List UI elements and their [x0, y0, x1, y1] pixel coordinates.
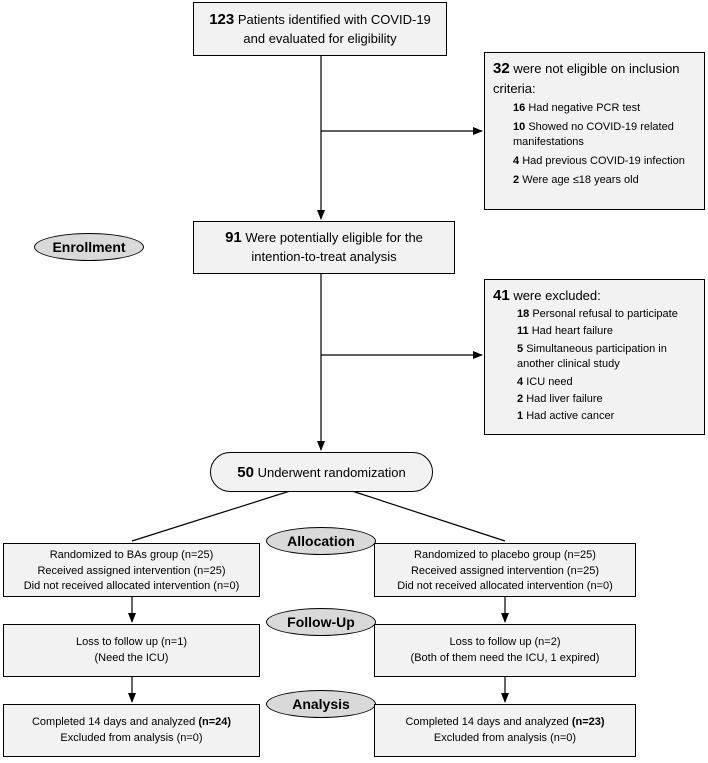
excluded-item: 2 Had liver failure — [517, 393, 603, 405]
excluded-text: were excluded: — [513, 288, 601, 303]
potentially-eligible-box: 91 Were potentially eligible for the int… — [193, 221, 455, 274]
placebo-allocation-line: Did not received allocated intervention … — [397, 580, 613, 592]
bas-followup-line: Loss to follow up (n=1) — [76, 636, 187, 648]
not-eligible-item: 16 Had negative PCR test — [513, 102, 641, 114]
identified-count: 123 — [209, 11, 235, 28]
not-eligible-text-line2: criteria: — [493, 81, 536, 96]
bas-analysis-text: Completed 14 days and analyzed — [31, 716, 199, 728]
bas-allocation-line: Randomized to BAs group (n=25) — [49, 549, 214, 561]
placebo-analysis-n: (n=23) — [571, 716, 605, 728]
not-eligible-count: 32 — [493, 60, 510, 77]
randomization-text: Underwent randomization — [257, 465, 406, 480]
placebo-allocation-box: Randomized to placebo group (n=25) Recei… — [374, 543, 636, 597]
excluded-box: 41 were excluded: 18 Personal refusal to… — [484, 279, 705, 435]
excluded-item: 11 Had heart failure — [517, 325, 614, 337]
identified-text-line2: and evaluated for eligibility — [243, 31, 397, 46]
potentially-eligible-text-line2: intention-to-treat analysis — [251, 249, 397, 264]
not-eligible-item: 2 Were age ≤18 years old — [513, 174, 639, 186]
identified-text-line1: Patients identified with COVID-19 — [237, 12, 431, 27]
randomization-box: 50 Underwent randomization — [210, 452, 433, 492]
bas-analysis-box: Completed 14 days and analyzed (n=24) Ex… — [3, 704, 260, 757]
excluded-item: 4 ICU need — [517, 376, 573, 388]
excluded-count: 41 — [493, 287, 510, 304]
not-eligible-item: 10 Showed no COVID-19 related manifestat… — [513, 121, 674, 148]
placebo-analysis-excluded: Excluded from analysis (n=0) — [433, 731, 577, 744]
placebo-analysis-text: Completed 14 days and analyzed — [405, 716, 572, 728]
potentially-eligible-text-line1: Were potentially eligible for the — [245, 230, 423, 245]
bas-allocation-line: Did not received allocated intervention … — [23, 580, 240, 592]
bas-analysis-n: (n=24) — [198, 716, 232, 728]
identified-box: 123 Patients identified with COVID-19 an… — [193, 2, 447, 56]
placebo-followup-box: Loss to follow up (n=2) (Both of them ne… — [374, 624, 636, 677]
bas-analysis-excluded: Excluded from analysis (n=0) — [60, 731, 203, 744]
line-randomization-to-bas — [131, 490, 291, 542]
bas-allocation-box: Randomized to BAs group (n=25) Received … — [3, 543, 260, 597]
enrollment-label: Enrollment — [34, 233, 144, 261]
not-eligible-text-line1: were not eligible on inclusion — [513, 61, 680, 76]
not-eligible-item: 4 Had previous COVID-19 infection — [513, 155, 685, 167]
analysis-label: Analysis — [266, 690, 376, 718]
excluded-item: 1 Had active cancer — [517, 410, 615, 422]
not-eligible-box: 32 were not eligible on inclusion criter… — [484, 52, 705, 210]
line-randomization-to-placebo — [351, 490, 506, 542]
excluded-item: 5 Simultaneous participation in another … — [517, 343, 667, 370]
allocation-label: Allocation — [266, 527, 376, 555]
placebo-allocation-line: Received assigned intervention (n=25) — [410, 564, 600, 577]
placebo-analysis-box: Completed 14 days and analyzed (n=23) Ex… — [374, 704, 636, 757]
randomization-count: 50 — [237, 464, 254, 481]
bas-followup-box: Loss to follow up (n=1) (Need the ICU) — [3, 624, 260, 677]
placebo-followup-line: (Both of them need the ICU, 1 expired) — [410, 651, 600, 664]
potentially-eligible-count: 91 — [225, 229, 242, 246]
placebo-followup-line: Loss to follow up (n=2) — [449, 636, 561, 648]
bas-allocation-line: Received assigned intervention (n=25) — [37, 564, 226, 577]
excluded-item: 18 Personal refusal to participate — [517, 308, 678, 320]
bas-followup-line: (Need the ICU) — [94, 651, 169, 664]
followup-label: Follow-Up — [266, 608, 376, 636]
placebo-allocation-line: Randomized to placebo group (n=25) — [414, 549, 596, 561]
